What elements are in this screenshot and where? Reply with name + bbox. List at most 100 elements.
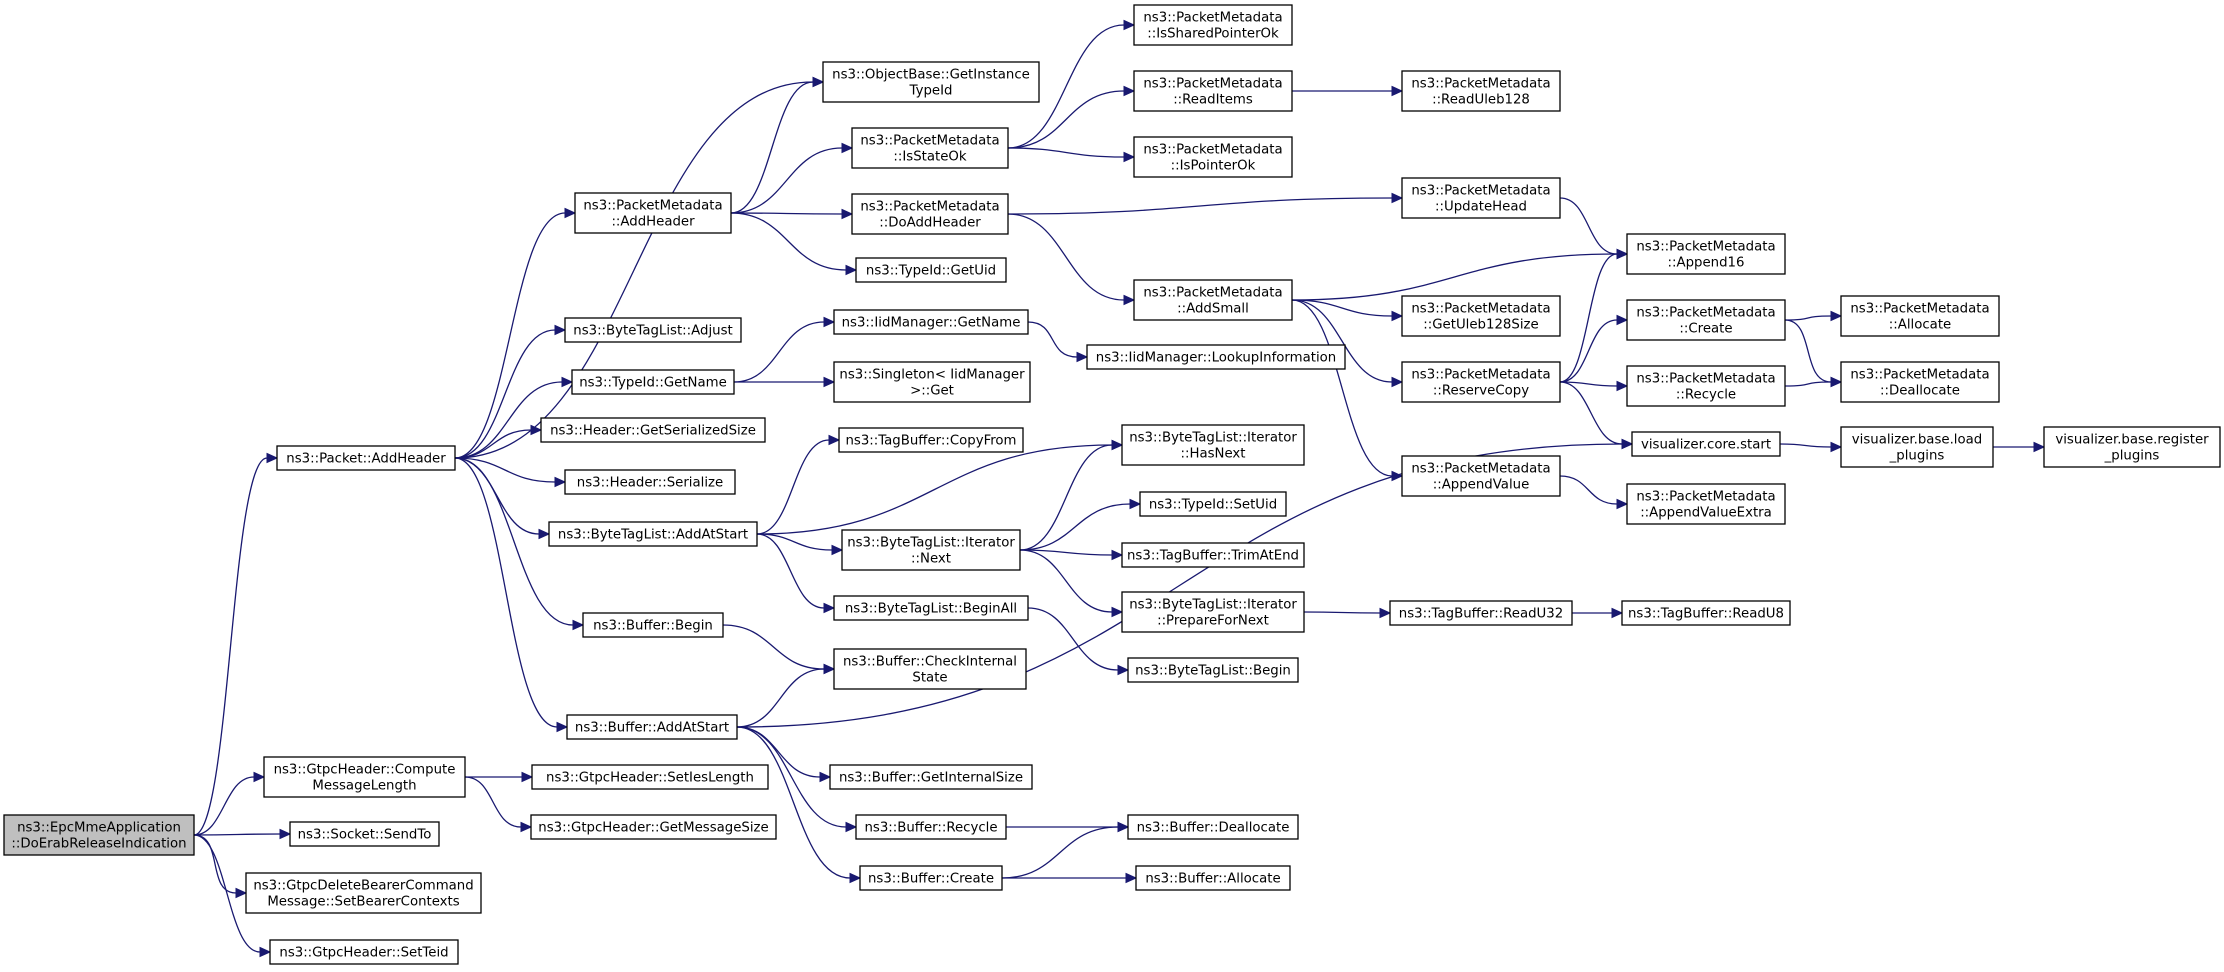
node-pm-appendvalue[interactable]: ns3::PacketMetadata::AppendValue (1401, 455, 1561, 497)
node-tagbuf-trimatend[interactable]: ns3::TagBuffer::TrimAtEnd (1121, 542, 1305, 568)
node-label-line: ns3::TagBuffer::CopyFrom (845, 434, 1016, 449)
edge-buf_begin-to-buf_checkinternal (722, 624, 836, 675)
node-label-line: ns3::IidManager::GetName (842, 316, 1021, 331)
node-hdr-getsersize[interactable]: ns3::Header::GetSerializedSize (540, 417, 766, 443)
node-buf-create[interactable]: ns3::Buffer::Create (859, 865, 1003, 891)
node-vis-base-register[interactable]: visualizer.base.register_plugins (2043, 426, 2221, 468)
node-root[interactable]: ns3::EpcMmeApplication::DoErabReleaseInd… (3, 814, 195, 856)
edge-pm_appendvalue-to-pm_appendvalueextra (1559, 475, 1629, 510)
edge-tagbuf_readu32-to-tagbuf_readu8 (1572, 607, 1624, 619)
node-label-line: ns3::Buffer::Begin (593, 619, 713, 634)
node-box (1121, 542, 1305, 568)
node-label-line: ns3::TypeId::GetName (579, 376, 727, 391)
node-btl-addatstart[interactable]: ns3::ByteTagList::AddAtStart (548, 521, 758, 547)
node-label-line: visualizer.core.start (1641, 438, 1771, 453)
node-pm-reservecopy[interactable]: ns3::PacketMetadata::ReserveCopy (1401, 361, 1561, 403)
node-box (1127, 814, 1299, 840)
node-label-line: ns3::PacketMetadata (1850, 302, 1989, 317)
node-buf-recycle[interactable]: ns3::Buffer::Recycle (855, 814, 1007, 840)
node-singleton-get[interactable]: ns3::Singleton< IidManager>::Get (833, 361, 1031, 403)
node-buf-getinternalsize[interactable]: ns3::Buffer::GetInternalSize (829, 764, 1033, 790)
node-pm-readuleb[interactable]: ns3::PacketMetadata::ReadUleb128 (1401, 70, 1561, 112)
node-typeid-getuid[interactable]: ns3::TypeId::GetUid (855, 257, 1007, 283)
edge-buf_addatstart-to-buf_create (736, 726, 862, 884)
node-buf-deallocate[interactable]: ns3::Buffer::Deallocate (1127, 814, 1299, 840)
node-pm-append16[interactable]: ns3::PacketMetadata::Append16 (1626, 233, 1786, 275)
node-hdr-serialize[interactable]: ns3::Header::Serialize (564, 469, 736, 495)
edge-pm_addsmall-to-pm_reservecopy (1291, 299, 1404, 388)
node-pm-addsmall[interactable]: ns3::PacketMetadata::AddSmall (1133, 279, 1293, 321)
node-box (1626, 233, 1786, 275)
node-pm-isstateok[interactable]: ns3::PacketMetadata::IsStateOk (851, 127, 1009, 169)
node-socket-sendto[interactable]: ns3::Socket::SendTo (289, 821, 440, 847)
node-pm-addheader[interactable]: ns3::PacketMetadata::AddHeader (574, 192, 732, 234)
node-pm-issharedptr[interactable]: ns3::PacketMetadata::IsSharedPointerOk (1133, 4, 1293, 46)
node-gtpc-delete[interactable]: ns3::GtpcDeleteBearerCommandMessage::Set… (245, 872, 482, 914)
node-btl-begin[interactable]: ns3::ByteTagList::Begin (1127, 657, 1299, 683)
node-box (269, 939, 459, 965)
node-pkt-addheader[interactable]: ns3::Packet::AddHeader (276, 445, 456, 471)
node-pm-readitems[interactable]: ns3::PacketMetadata::ReadItems (1133, 70, 1293, 112)
node-label-line: ::AddSmall (1177, 302, 1249, 317)
node-tagbuf-readu32[interactable]: ns3::TagBuffer::ReadU32 (1389, 600, 1573, 626)
node-box (1621, 600, 1791, 626)
edge-btl_addatstart-to-btl_it_hasnext (756, 439, 1124, 535)
node-box (2043, 426, 2221, 468)
node-vis-base-load[interactable]: visualizer.base.load_plugins (1840, 426, 1994, 468)
edge-typeid_getname-to-singleton_get (734, 376, 836, 388)
node-pm-appendvalueextra[interactable]: ns3::PacketMetadata::AppendValueExtra (1626, 483, 1786, 525)
node-tagbuf-copyfrom[interactable]: ns3::TagBuffer::CopyFrom (838, 427, 1024, 453)
edge-pkt_addheader-to-objbase_getinst (454, 76, 825, 459)
node-typeid-setuid[interactable]: ns3::TypeId::SetUid (1139, 491, 1287, 517)
node-btl-adjust[interactable]: ns3::ByteTagList::Adjust (564, 317, 742, 343)
node-vis-core-start[interactable]: visualizer.core.start (1631, 431, 1781, 457)
node-label-line: ::AppendValue (1433, 478, 1530, 493)
node-box (841, 529, 1021, 571)
node-tagbuf-readu8[interactable]: ns3::TagBuffer::ReadU8 (1621, 600, 1791, 626)
node-box (838, 427, 1024, 453)
node-buf-begin[interactable]: ns3::Buffer::Begin (582, 612, 724, 638)
node-gtpc-setieslen[interactable]: ns3::GtpcHeader::SetIesLength (531, 764, 769, 790)
node-label-line: ns3::Header::Serialize (577, 476, 723, 491)
node-label-line: ns3::PacketMetadata (1411, 462, 1550, 477)
node-btl-it-prepare[interactable]: ns3::ByteTagList::Iterator::PrepareForNe… (1121, 591, 1305, 633)
node-box (1401, 70, 1561, 112)
edge-btl_addatstart-to-btl_beginall (756, 533, 836, 614)
node-box (822, 61, 1040, 103)
node-btl-it-next[interactable]: ns3::ByteTagList::Iterator::Next (841, 529, 1021, 571)
node-iid-getname[interactable]: ns3::IidManager::GetName (833, 309, 1029, 335)
node-pm-allocate[interactable]: ns3::PacketMetadata::Allocate (1840, 295, 2000, 337)
node-btl-it-hasnext[interactable]: ns3::ByteTagList::Iterator::HasNext (1121, 424, 1305, 466)
node-gtpc-setteid[interactable]: ns3::GtpcHeader::SetTeid (269, 939, 459, 965)
node-iid-lookup[interactable]: ns3::IidManager::LookupInformation (1086, 344, 1346, 370)
edge-pm_reservecopy-to-pm_recycle (1559, 380, 1629, 392)
node-label-line: ns3::GtpcHeader::Compute (274, 763, 456, 778)
node-pm-updatehead[interactable]: ns3::PacketMetadata::UpdateHead (1401, 177, 1561, 219)
node-label-line: ns3::PacketMetadata (1143, 77, 1282, 92)
node-buf-allocate[interactable]: ns3::Buffer::Allocate (1135, 865, 1291, 891)
node-pm-create[interactable]: ns3::PacketMetadata::Create (1626, 299, 1786, 341)
node-typeid-getname[interactable]: ns3::TypeId::GetName (571, 369, 735, 395)
node-label-line: ns3::TagBuffer::TrimAtEnd (1127, 549, 1299, 564)
node-label-line: ::Allocate (1889, 318, 1951, 333)
edge-root-to-gtpc_compute (193, 771, 266, 836)
node-label-line: visualizer.base.load (1852, 433, 1982, 448)
node-pm-getuleb[interactable]: ns3::PacketMetadata::GetUleb128Size (1401, 295, 1561, 337)
node-box (855, 814, 1007, 840)
edge-btl_beginall-to-btl_begin (1027, 607, 1130, 676)
node-pm-isptrok[interactable]: ns3::PacketMetadata::IsPointerOk (1133, 136, 1293, 178)
edge-typeid_getname-to-iid_getname (733, 316, 836, 383)
node-btl-beginall[interactable]: ns3::ByteTagList::BeginAll (833, 595, 1029, 621)
edge-pm_reservecopy-to-vis_core_start (1559, 381, 1634, 450)
node-pm-deallocate[interactable]: ns3::PacketMetadata::Deallocate (1840, 361, 2000, 403)
node-buf-addatstart[interactable]: ns3::Buffer::AddAtStart (566, 714, 738, 740)
node-pm-recycle[interactable]: ns3::PacketMetadata::Recycle (1626, 365, 1786, 407)
node-pm-doaddheader[interactable]: ns3::PacketMetadata::DoAddHeader (851, 193, 1009, 235)
edge-root-to-gtpc_delete (193, 834, 248, 899)
node-label-line: ::ReadUleb128 (1432, 93, 1530, 108)
edge-iid_getname-to-iid_lookup (1027, 321, 1089, 363)
node-gtpc-getmsgsize[interactable]: ns3::GtpcHeader::GetMessageSize (530, 814, 777, 840)
